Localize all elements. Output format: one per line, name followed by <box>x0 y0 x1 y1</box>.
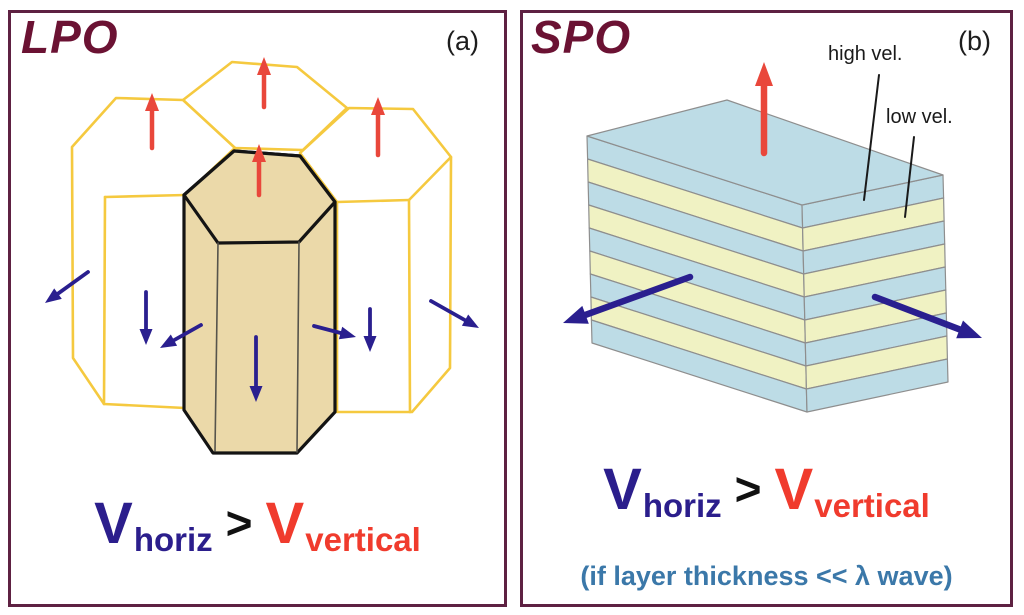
lpo-v-vertical-subscript: vertical <box>305 521 421 558</box>
lpo-v-vertical-symbol: V <box>265 491 305 556</box>
spo-greater-than: > <box>734 463 762 515</box>
low-velocity-layer-label: low vel. <box>886 106 953 128</box>
spo-v-horiz-symbol: V <box>603 457 642 522</box>
spo-v-vertical-symbol: V <box>774 457 814 522</box>
spo-corner-tag: (b) <box>958 26 991 56</box>
high-velocity-layer-label: high vel. <box>828 43 903 65</box>
panel-spo-frame <box>520 10 1013 607</box>
spo-panel-title: SPO <box>531 11 632 63</box>
lpo-v-horiz-subscript: horiz <box>133 521 213 558</box>
spo-v-vertical-subscript: vertical <box>814 487 930 524</box>
lpo-greater-than: > <box>225 497 253 549</box>
panel-lpo-frame <box>8 10 507 607</box>
lpo-v-horiz-symbol: V <box>94 491 133 556</box>
spo-v-horiz-subscript: horiz <box>642 487 722 524</box>
spo-condition-caption: (if layer thickness << λ wave) <box>580 561 953 591</box>
lpo-panel-title: LPO <box>21 11 119 63</box>
lpo-corner-tag: (a) <box>446 26 479 56</box>
lpo-velocity-formula: Vhoriz>Vvertical <box>8 495 507 558</box>
spo-velocity-formula: Vhoriz>Vvertical <box>520 461 1013 524</box>
